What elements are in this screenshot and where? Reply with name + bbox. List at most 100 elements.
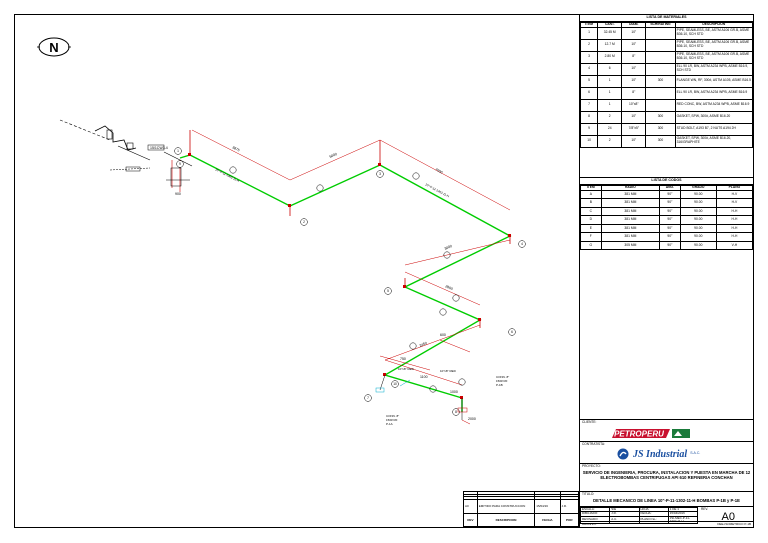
material-cell: 12.7 M xyxy=(597,38,623,52)
drawing-label: TITULO: xyxy=(582,492,595,496)
material-cell: ELL 90 LR, BW, ASTM A234 WPB, ASME B16.9… xyxy=(674,62,754,76)
material-cell: 10" xyxy=(621,62,647,76)
revision-header-row: REV DESCRIPCION FECHA POR xyxy=(463,512,580,528)
bend-cell: C xyxy=(580,206,602,217)
bend-cell: 90.00 xyxy=(679,223,717,234)
point-8: 8 xyxy=(455,410,457,414)
point-10: 10 xyxy=(393,382,397,386)
bend-cell: 90° xyxy=(659,223,681,234)
file-value: DEE-ISOMETRICO P-1B xyxy=(717,522,751,526)
bend-cell: 90.00 xyxy=(679,232,717,242)
project-label: PROYECTO: xyxy=(582,464,601,468)
pump1-tag: P-1A xyxy=(386,422,393,426)
revision-header: POR xyxy=(559,512,580,528)
material-cell: 5 xyxy=(579,74,599,88)
material-cell: GASKET, SPW, 300#, ASME B16.20, 316/GRAP… xyxy=(674,134,754,148)
material-cell: 6 xyxy=(579,86,599,100)
contractor-suffix: S.A.C. xyxy=(690,451,701,456)
dim-9: 1000 xyxy=(450,390,458,394)
client-block: CLIENTE: PETROPERU xyxy=(580,419,753,441)
project-block: PROYECTO: SERVICIO DE INGENIERIA, PROCUR… xyxy=(580,463,753,491)
bend-cell: F xyxy=(580,232,602,242)
pump-branch-2 xyxy=(457,398,471,425)
start-riser xyxy=(163,151,193,192)
revision-cell: J.R. xyxy=(559,499,580,514)
rev-label: REV. xyxy=(701,507,709,511)
dimension-lines xyxy=(191,129,511,386)
pipe-route xyxy=(179,154,512,412)
reducer-note: 10"x8" RED xyxy=(398,367,415,371)
point-5: 5 xyxy=(387,289,389,293)
material-list-title: LISTA DE MATERIALES xyxy=(580,15,753,22)
material-cell: 7 xyxy=(579,98,599,112)
material-cell: 4 xyxy=(579,62,599,76)
material-cell: 10" xyxy=(621,74,647,88)
bend-cell: H-H xyxy=(715,206,754,217)
dwg-value: JSI-MEC-P-11-1302-11-H xyxy=(667,515,699,525)
revision-grid: A0 EMITIDO PARA CONSTRUCCION 15/04/16 J.… xyxy=(463,491,580,528)
material-cell: 300 xyxy=(645,122,676,136)
bend-cell: 90° xyxy=(659,189,681,200)
support-drops xyxy=(189,130,511,328)
title-panel: LISTA DE MATERIALES ITEM CANT. DIAM. SCH… xyxy=(579,15,754,527)
pump-branch-1 xyxy=(375,374,411,393)
bend-cell: 381 MM xyxy=(600,215,661,225)
point-2: 2 xyxy=(303,220,305,224)
material-cell: PIPE, SEAMLESS, BE, ASTM A106 GR.B, ASME… xyxy=(674,26,754,40)
material-cell xyxy=(645,86,676,100)
bend-cell: H-H xyxy=(715,215,754,225)
origin-tag: 15/1CW3-4 xyxy=(150,146,168,150)
material-cell: 10 xyxy=(579,134,599,148)
drawing-frame xyxy=(14,14,754,528)
material-cell: 10" xyxy=(621,38,647,52)
material-cell: 2.80 M xyxy=(597,50,623,64)
material-list: LISTA DE MATERIALES ITEM CANT. DIAM. SCH… xyxy=(579,15,754,148)
revision-header: FECHA xyxy=(534,512,561,528)
bend-list-title: LISTA DE CODOS xyxy=(580,178,753,185)
bend-cell: 381 MM xyxy=(600,232,661,242)
bend-cell: 90.00 xyxy=(679,240,717,251)
petroperu-logo-icon: PETROPERU xyxy=(612,429,690,439)
bend-cell: E xyxy=(580,223,602,234)
material-cell: 3 xyxy=(579,50,599,64)
material-cell: GASKET, SPW, 300#, ASME B16.20 xyxy=(674,110,754,124)
joint-markers xyxy=(188,153,511,399)
revision-row: A0 EMITIDO PARA CONSTRUCCION 15/04/16 J.… xyxy=(463,499,580,514)
bend-cell: H-H xyxy=(715,223,754,234)
material-cell: 9 xyxy=(579,122,599,136)
existing-line xyxy=(59,119,151,171)
material-cell: FLANGE WN, RF, 300#, ASTM A105, ASME B16… xyxy=(674,74,754,88)
material-cell: 300 xyxy=(645,110,676,124)
material-table: ITEM CANT. DIAM. SCH/RATING DESCRIPCION … xyxy=(579,21,754,148)
material-cell xyxy=(645,26,676,40)
bend-cell: 381 MM xyxy=(600,198,661,208)
revision-table: A0 EMITIDO PARA CONSTRUCCION 15/04/16 J.… xyxy=(463,491,580,528)
dim-11: 600 xyxy=(440,333,446,337)
point-balloons xyxy=(174,147,526,416)
valve-assembly-icon xyxy=(94,125,165,172)
pump-flange-1: 150# RF xyxy=(386,418,398,422)
north-arrow-icon: N xyxy=(37,37,71,57)
material-cell: 1 xyxy=(597,98,623,112)
bend-cell: 90° xyxy=(659,240,681,251)
bend-cell: 90° xyxy=(659,206,681,217)
point-1: 1 xyxy=(177,149,179,153)
material-cell xyxy=(645,98,676,112)
material-cell: 10" xyxy=(621,26,647,40)
project-description: SERVICIO DE INGENIERIA, PROCURA, INSTALA… xyxy=(582,470,751,481)
item-balloons xyxy=(229,166,466,393)
rev-value: A0 xyxy=(721,511,735,523)
contractor-label: CONTRATISTA: xyxy=(582,442,605,446)
point-7: 7 xyxy=(367,396,369,400)
bend-cell: 381 MM xyxy=(600,189,661,200)
